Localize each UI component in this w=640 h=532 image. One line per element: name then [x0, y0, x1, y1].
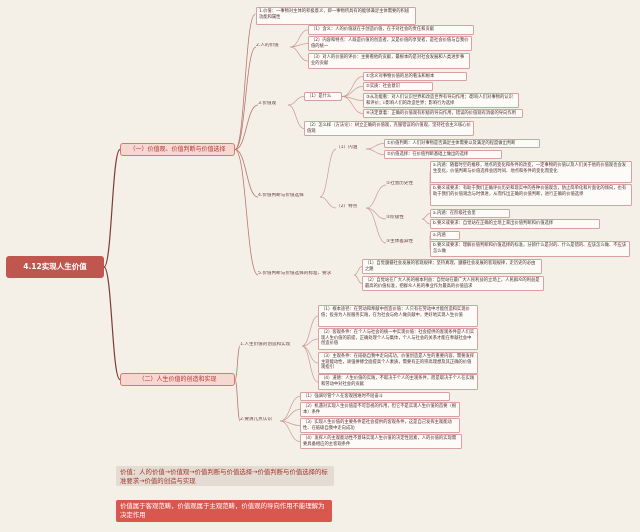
connector-s1-judgment-traits-to-s1-trait-history [365, 184, 387, 209]
section-2-topic[interactable]: （二）人生价值的创造和实现 [120, 373, 235, 386]
s1-outlook-leaf-3[interactable]: ③从功能看：对人们认识世界和改造世界有导向作用；i影响人们对事物的认识和评价；i… [363, 93, 519, 108]
connector-section-1-topic-to-s1-value-label [234, 14, 256, 150]
s1-human-value-label[interactable]: 2.人的价值 [256, 43, 279, 48]
connector-s1-outlook-what-to-s1-outlook-leaf-4 [341, 96, 364, 114]
root-topic[interactable]: 4.12实现人生价值 [6, 256, 104, 278]
s1-outlook-leaf-4[interactable]: ④决定意着：正确的价值观有积极的导向作用，错误的价值观有消极的导向作用 [363, 109, 523, 118]
section-1-topic[interactable]: （一）价值观、价值判断与价值选择 [120, 143, 235, 156]
connector-s2-understand-label-to-s2-understand-leaf-1 [279, 396, 301, 422]
connector-root-topic-to-section-1-topic [103, 148, 121, 268]
connector-section-1-topic-to-s1-judgment-label [234, 149, 259, 198]
connector-s1-judgment-label-to-s1-judgment-traits [319, 196, 337, 209]
connector-s1-judgment-traits-to-s1-trait-subject [365, 207, 387, 244]
summary-note-2[interactable]: 价值属于客观范畴，价值观属于主观范畴，价值观的导向作用不能理解为决定作用 [116, 500, 332, 522]
s1-trait-subject[interactable]: ③主体差异性 [386, 239, 414, 244]
s2-understand-leaf-3[interactable]: （3）实现人生价值的主要条件是社会提供的客观条件，这是自己发挥主观能动性、在砥砺… [300, 418, 460, 433]
s1-trait-class-leaf-2[interactable]: b.要义或要求：自觉站在正确的立场上来出价值判断和价值选择 [430, 219, 600, 229]
connector-s2-understand-label-to-s2-understand-leaf-2 [279, 409, 301, 422]
connector-section-1-topic-to-s1-standards-label [234, 149, 259, 276]
connector-s1-outlook-label-to-s1-outlook-what [287, 96, 305, 106]
s1-outlook-how[interactable]: （2）怎么样（方法论）：树立正确的价值观，克服错误的价值观，坚持社会主义核心价值… [304, 121, 474, 136]
connector-section-2-topic-to-s2-create-label [234, 345, 241, 380]
s1-outlook-leaf-1[interactable]: ①含义对事物价值的总的看法和根本 [363, 72, 467, 81]
summary-note-1[interactable]: 价值：人的价值→价值观→价值判断与价值选择→价值判断与价值选择的标准要求→价值的… [116, 466, 334, 486]
s1-standards-leaf-1[interactable]: （1）自觉遵循社会发展的客观规律；坚持真理，遵循社会发展的客观规律，走历史的必由… [362, 259, 542, 274]
s1-outlook-label[interactable]: 3.价值观 [258, 101, 277, 106]
connector-root-topic-to-section-2-topic [103, 266, 121, 381]
connector-s1-standards-label-to-s1-standards-leaf-2 [353, 274, 363, 284]
connector-s1-human-value-label-to-s1-human-value-leaf-2 [289, 43, 309, 48]
connector-s1-standards-label-to-s1-standards-leaf-1 [353, 266, 363, 276]
s1-trait-history-leaf-1[interactable]: a.内涵：随着时空的推移，地点的变化和条件的改变，一定事物的价值以及人们关于他的… [430, 161, 632, 183]
s1-trait-class-leaf-1[interactable]: a.内涵：在阶级社会里 [430, 209, 510, 218]
s2-understand-leaf-1[interactable]: （1）强调尽管个人在客观困难时不屈奋斗 [300, 392, 450, 401]
s2-understand-label[interactable]: 2.要清几点认识 [240, 417, 272, 422]
connector-section-2-topic-to-s2-understand-label [234, 379, 241, 422]
s1-outlook-what[interactable]: （1）是什么 [304, 92, 342, 101]
connector-s1-outlook-what-to-s1-outlook-leaf-2 [341, 86, 364, 97]
s2-create-label[interactable]: 1.人生价值的创造和实现 [240, 342, 291, 347]
connector-s1-judgment-connotation-to-s1-judgment-leaf-2 [365, 148, 385, 155]
connector-s2-create-label-to-s2-create-leaf-2 [301, 338, 319, 347]
s1-standards-label[interactable]: 5.价值判断与价值选择的标准、要求 [258, 271, 332, 276]
s1-human-value-leaf-3[interactable]: （3）对人的价值的评价：主要看他的贡献，最根本的是对社会发展和人类进步事业的贡献 [308, 53, 470, 69]
connector-s1-trait-class-to-s1-trait-class-leaf-1 [421, 213, 431, 220]
connector-s1-judgment-connotation-to-s1-judgment-leaf-1 [365, 143, 385, 150]
connector-s1-outlook-what-to-s1-outlook-leaf-1 [341, 76, 364, 97]
s1-outlook-leaf-2[interactable]: ②实质：社会意识 [363, 82, 433, 91]
s1-trait-history[interactable]: ①社会历史性 [386, 181, 414, 186]
s2-create-leaf-2[interactable]: （2）客观条件：在个人与社会的统一中实现价值：社会提供的客观条件是人们实现人生价… [318, 328, 478, 350]
connector-s2-create-label-to-s2-create-leaf-4 [301, 345, 319, 383]
connector-s1-human-value-label-to-s1-human-value-leaf-3 [289, 46, 309, 62]
s2-create-leaf-1[interactable]: （1）根本途径：在劳动和奉献中创造价值：人只有在劳动中才能创造和实现价值；投身为… [318, 305, 478, 327]
connector-s1-trait-class-to-s1-trait-class-leaf-2 [421, 218, 431, 225]
connector-s2-understand-label-to-s2-understand-leaf-4 [279, 420, 301, 442]
connector-s2-create-label-to-s2-create-leaf-3 [301, 345, 319, 364]
s1-standards-leaf-2[interactable]: （2）自觉站在广大人民的根本利益：自觉站在最广大人民利益的立场上，人民群众的利益… [362, 276, 544, 291]
s1-trait-class[interactable]: ②阶级性 [386, 215, 404, 220]
s2-understand-leaf-4[interactable]: （4）发挥人的主观能动性不意味实现人生价值的决定性因素，人的价值的实现需要具备相… [300, 434, 462, 449]
s1-value-leaf[interactable]: 1.价值：一事物对主体的积极意义，即一事物所具有的能够满足主体需要的积极功能和属… [256, 7, 416, 25]
s1-judgment-label[interactable]: 4.价值判断与价值选择 [258, 193, 304, 198]
connector-s1-outlook-label-to-s1-outlook-how [287, 104, 305, 129]
s2-create-leaf-4[interactable]: （4）道德：人生价值的实践，不取决于个人的主观条件，而是取决于个人在实践和劳动中… [318, 374, 478, 390]
s1-trait-history-leaf-2[interactable]: b.要义或要求：有助于我们正确评价历史和现实中的各种价值观念，防止简单化和片面化… [430, 184, 632, 206]
connector-s1-judgment-label-to-s1-judgment-connotation [319, 148, 337, 198]
connector-s2-create-label-to-s2-create-leaf-1 [301, 315, 319, 347]
connector-section-1-topic-to-s1-human-value-label [234, 46, 257, 150]
s1-judgment-leaf-1[interactable]: ①价值判断：人们对事物是否满足主体需要以及满足的程度做出判断 [384, 139, 540, 148]
connector-s1-human-value-label-to-s1-human-value-leaf-1 [289, 29, 309, 48]
s1-human-value-leaf-1[interactable]: （1）含义：人的价值就在于创造价值，在于对社会的责任和贡献 [308, 25, 474, 35]
s1-judgment-connotation[interactable]: （1）内涵 [336, 145, 358, 150]
s1-human-value-leaf-2[interactable]: （2）内容和特点：人既是价值的创造者，又是价值的享受者，是社会价值与自我价值的统… [308, 36, 472, 51]
s1-trait-subject-leaf-2[interactable]: b.要义或要求：理解价值判断和价值选择的标准，分辨什么是对的、什么是错的、应该怎… [430, 241, 630, 257]
s1-trait-subject-leaf-1[interactable]: a.内涵 [430, 231, 460, 240]
connector-section-1-topic-to-s1-outlook-label [234, 104, 259, 150]
s1-judgment-leaf-2[interactable]: ②价值选择：在价值判断基础上做出的选择 [384, 150, 502, 159]
s2-understand-leaf-2[interactable]: （2）机遇对实现人生价值是不可忽视的作用，但它不是实现人生价值的首要（根本）条件 [300, 402, 460, 417]
s2-create-leaf-3[interactable]: （3）主观条件：在砥砺自我中走向成功，价值创造是人生的重要内容，需要发挥主观能动… [318, 352, 478, 374]
s1-judgment-traits[interactable]: （2）特点 [336, 204, 358, 209]
